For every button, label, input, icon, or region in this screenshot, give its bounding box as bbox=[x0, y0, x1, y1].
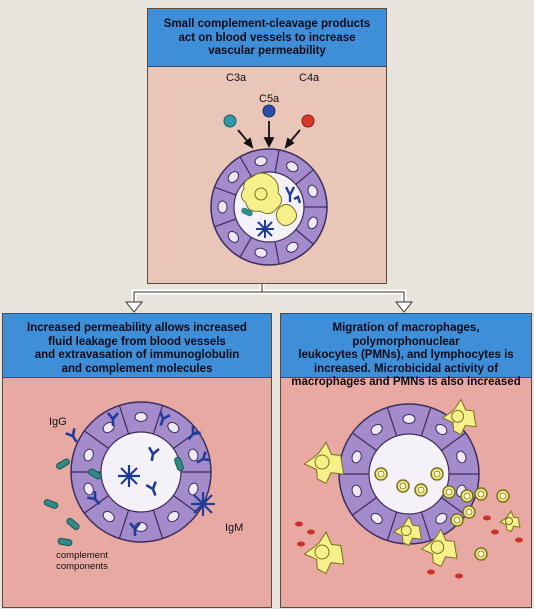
igg-antibody bbox=[196, 451, 211, 464]
endothelial-nucleus bbox=[167, 510, 180, 523]
igm-molecule bbox=[256, 220, 274, 238]
red-blood-cell bbox=[297, 541, 305, 547]
endothelial-nucleus bbox=[307, 216, 318, 230]
macrophage bbox=[392, 515, 423, 547]
leaky-vessel bbox=[70, 401, 212, 543]
label-c5a: C5a bbox=[259, 93, 280, 105]
red-blood-cell bbox=[483, 515, 491, 521]
red-blood-cell bbox=[295, 521, 303, 527]
igg-antibody bbox=[129, 522, 141, 536]
endothelial-nucleus bbox=[351, 484, 362, 498]
left-panel-title: Increased permeability allows increased … bbox=[3, 314, 271, 378]
top-vessel-illustration bbox=[210, 104, 328, 266]
endothelial-nucleus bbox=[370, 512, 383, 525]
endothelial-nucleus bbox=[435, 512, 448, 525]
macrophage bbox=[303, 531, 345, 575]
endothelial-nucleus bbox=[402, 414, 416, 424]
igg-antibody bbox=[159, 411, 171, 427]
igg-antibody bbox=[87, 491, 101, 506]
right-title-line-3: increased. Microbicidal activity of bbox=[313, 362, 499, 375]
macrophage bbox=[441, 398, 477, 436]
label-c4a: C4a bbox=[299, 72, 320, 84]
endothelial-nucleus bbox=[456, 450, 467, 464]
right-vessel-illustration bbox=[295, 398, 523, 579]
endothelial-nucleus bbox=[188, 448, 199, 462]
igg-antibody bbox=[145, 481, 157, 497]
macrophage bbox=[420, 528, 458, 568]
blood-vessel bbox=[210, 148, 328, 266]
right-panel-title: Migration of macrophages, polymorphonucl… bbox=[281, 314, 531, 388]
igg-antibody bbox=[107, 412, 119, 426]
red-blood-cell bbox=[455, 573, 463, 579]
endothelial-nucleus bbox=[435, 423, 448, 436]
endothelial-nucleus bbox=[286, 161, 299, 173]
left-title-line-4: and complement molecules bbox=[61, 362, 213, 375]
left-panel: Increased permeability allows increased … bbox=[2, 313, 272, 608]
right-title-line-2: leukocytes (PMNs), and lymphocytes is bbox=[298, 349, 514, 361]
igg-antibody bbox=[147, 446, 160, 462]
right-title-line-4: macrophages and PMNs is also increased bbox=[291, 376, 521, 388]
c5a-molecule bbox=[262, 104, 276, 118]
endothelial-nucleus bbox=[286, 241, 299, 253]
red-blood-cell bbox=[515, 537, 523, 543]
left-title-line-1: Increased permeability allows increased bbox=[27, 322, 247, 334]
complement-molecule bbox=[174, 456, 184, 472]
endothelial-nucleus bbox=[134, 412, 148, 422]
endothelial-nucleus bbox=[167, 421, 180, 434]
endothelial-nucleus bbox=[227, 171, 240, 184]
endothelial-nucleus bbox=[102, 510, 115, 523]
red-blood-cell bbox=[491, 529, 499, 535]
endothelial-nucleus bbox=[254, 247, 268, 258]
complement-molecule bbox=[43, 499, 59, 509]
right-title-line-1: Migration of macrophages, polymorphonucl… bbox=[332, 322, 480, 348]
complement-molecule bbox=[88, 468, 102, 480]
complement-molecule bbox=[56, 458, 70, 470]
endothelial-nucleus bbox=[217, 200, 228, 214]
left-title-line-3: and extravasation of immunoglobulin bbox=[34, 349, 240, 361]
label-igg: IgG bbox=[49, 416, 67, 428]
branch-arrows bbox=[124, 284, 414, 313]
top-title-line-3: vascular permeability bbox=[208, 45, 326, 57]
c4a-molecule bbox=[301, 114, 315, 128]
igm-outside bbox=[191, 492, 215, 516]
label-complement-components: complement components bbox=[56, 550, 108, 572]
red-blood-cell bbox=[307, 529, 315, 535]
igm-inside bbox=[118, 465, 140, 487]
endothelial-nucleus bbox=[188, 482, 199, 496]
label-igm: IgM bbox=[225, 522, 244, 534]
endothelial-nucleus bbox=[370, 423, 383, 436]
arrows-to-vessel bbox=[237, 121, 301, 149]
label-c3a: C3a bbox=[226, 72, 247, 84]
lymphocyte-cluster bbox=[275, 203, 298, 227]
igg-molecule bbox=[284, 186, 302, 204]
macrophage bbox=[303, 441, 345, 485]
top-panel: Small complement-cleavage products act o… bbox=[147, 8, 387, 284]
igg-antibody bbox=[65, 428, 78, 443]
endothelial-nucleus bbox=[307, 184, 318, 198]
macrophage bbox=[240, 172, 282, 215]
macrophage bbox=[499, 510, 521, 533]
red-blood-cell bbox=[427, 569, 435, 575]
left-vessel-illustration bbox=[43, 401, 215, 547]
complement-molecule bbox=[66, 517, 80, 531]
endothelial-nucleus bbox=[351, 450, 362, 464]
top-title-line-2: act on blood vessels to increase bbox=[178, 31, 356, 44]
igg-antibody bbox=[187, 426, 201, 441]
endothelial-nucleus bbox=[227, 230, 240, 243]
top-panel-title: Small complement-cleavage products act o… bbox=[148, 9, 386, 67]
c3a-molecule bbox=[223, 114, 237, 128]
endothelial-nucleus bbox=[254, 156, 268, 167]
endothelial-nucleus bbox=[83, 482, 94, 496]
right-panel: Migration of macrophages, polymorphonucl… bbox=[280, 313, 532, 608]
complement-molecule bbox=[57, 537, 73, 547]
left-title-line-2: fluid leakage from blood vessels bbox=[48, 335, 226, 348]
endothelial-nucleus bbox=[83, 448, 94, 462]
top-title-line-1: Small complement-cleavage products bbox=[163, 18, 371, 30]
